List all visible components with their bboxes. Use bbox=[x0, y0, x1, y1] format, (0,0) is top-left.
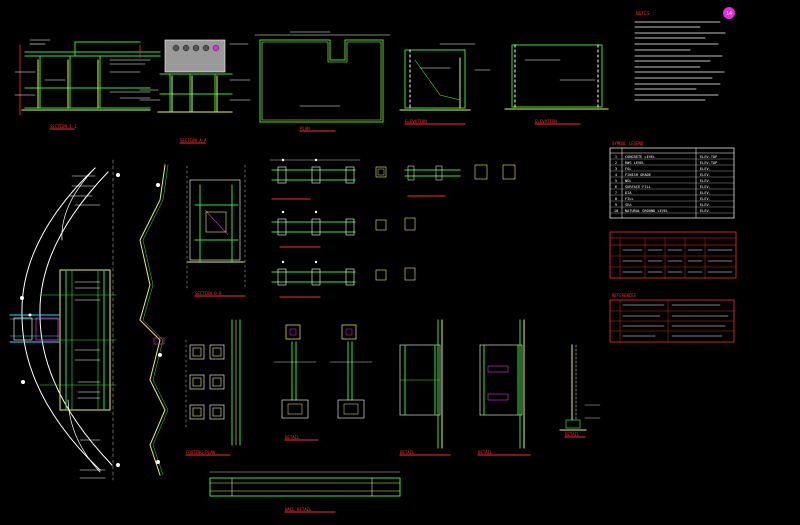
legend-row-code: ELEV. bbox=[700, 179, 711, 183]
footing-plan-drawing bbox=[185, 319, 241, 456]
legend-row-sym: 1 bbox=[615, 155, 617, 159]
legend-row-desc: FILL bbox=[625, 197, 634, 201]
label-detail-c: DETAIL bbox=[478, 450, 493, 455]
sheet-badge: 14 bbox=[726, 11, 732, 17]
legend-row-sym: 4 bbox=[615, 173, 617, 177]
legend-row-sym: 10 bbox=[614, 209, 618, 213]
legend-row-code: ELEV. bbox=[700, 197, 711, 201]
legend-row-code: ELEV. bbox=[700, 173, 711, 177]
section-a-a-drawing bbox=[179, 142, 246, 297]
legend-row-desc: DIA bbox=[625, 191, 632, 195]
beam-details bbox=[269, 158, 516, 298]
column-details bbox=[273, 324, 373, 441]
symbol-legend-table bbox=[609, 147, 735, 219]
legend-row-code: ELEV. bbox=[700, 185, 711, 189]
label-elevation-1: ELEVATION bbox=[405, 119, 427, 124]
schedule-table bbox=[609, 231, 737, 279]
legend-row-sym: 2 bbox=[615, 161, 617, 165]
legend-row-desc: NATURAL GROUND LEVEL bbox=[625, 209, 668, 213]
legend-row-code: ELEV. bbox=[700, 191, 711, 195]
elevation-1-drawing bbox=[399, 43, 491, 125]
label-detail-d: DETAIL bbox=[565, 432, 580, 437]
legend-row-code: ELEV.TOP bbox=[700, 155, 717, 159]
long-wall-detail bbox=[209, 471, 401, 513]
plan-drawing bbox=[254, 31, 391, 132]
label-detail-b: DETAIL bbox=[400, 450, 415, 455]
label-detail-a: DETAIL bbox=[285, 435, 300, 440]
label-plan: PLAN bbox=[300, 126, 310, 131]
label-footing-plan: FOOTING PLAN bbox=[186, 450, 215, 455]
label-section-b-b: SECTION B-B bbox=[195, 291, 222, 296]
section-2-2-drawing bbox=[139, 39, 251, 113]
legend-row-desc: SURFACE FILL bbox=[625, 185, 651, 189]
legend-title: SYMBOL LEGEND bbox=[612, 141, 644, 146]
legend-row-desc: RWS LEVEL bbox=[625, 161, 644, 165]
legend-row-code: ELEV. bbox=[700, 203, 711, 207]
notes-title: NOTES : bbox=[636, 11, 655, 17]
legend-row-sym: 7 bbox=[615, 191, 617, 195]
label-section-1-1: SECTION 1-1 bbox=[50, 124, 77, 129]
wall-elevations bbox=[399, 319, 601, 456]
legend-row-code: ELEV. bbox=[700, 209, 711, 213]
label-wall-detail: WALL DETAIL bbox=[285, 507, 312, 512]
legend-row-sym: 9 bbox=[615, 203, 617, 207]
section-1-1-drawing bbox=[14, 39, 161, 130]
legend-row-sym: 8 bbox=[615, 197, 617, 201]
legend-row-sym: 3 bbox=[615, 167, 617, 171]
elevation-2-drawing bbox=[504, 44, 609, 125]
legend-row-desc: FGL bbox=[625, 167, 632, 171]
legend-row-sym: 6 bbox=[615, 185, 617, 189]
legend-row-desc: FINISH GRADE bbox=[625, 173, 651, 177]
legend-rows: 1 CONCRETE LEVEL ELEV.TOP 2 RWS LEVEL ELEV.TO… bbox=[614, 155, 717, 213]
legend-row-code: ELEV.TOP bbox=[700, 161, 717, 165]
notes-block bbox=[634, 7, 735, 101]
legend-row-desc: NGL bbox=[625, 179, 632, 183]
label-elevation-2: ELEVATION bbox=[535, 119, 557, 124]
zigzag-profile bbox=[139, 164, 169, 476]
legend-row-code: ELEV. bbox=[700, 167, 711, 171]
legend-row-desc: SEA bbox=[625, 203, 632, 207]
legend-row-desc: CONCRETE LEVEL bbox=[625, 155, 655, 159]
legend-row-sym: 5 bbox=[615, 179, 617, 183]
references-table bbox=[609, 299, 735, 343]
references-title: REFERENCES bbox=[612, 293, 637, 298]
label-section-a-a: SECTION A-A bbox=[180, 138, 207, 143]
curved-channel-plan bbox=[9, 159, 120, 481]
